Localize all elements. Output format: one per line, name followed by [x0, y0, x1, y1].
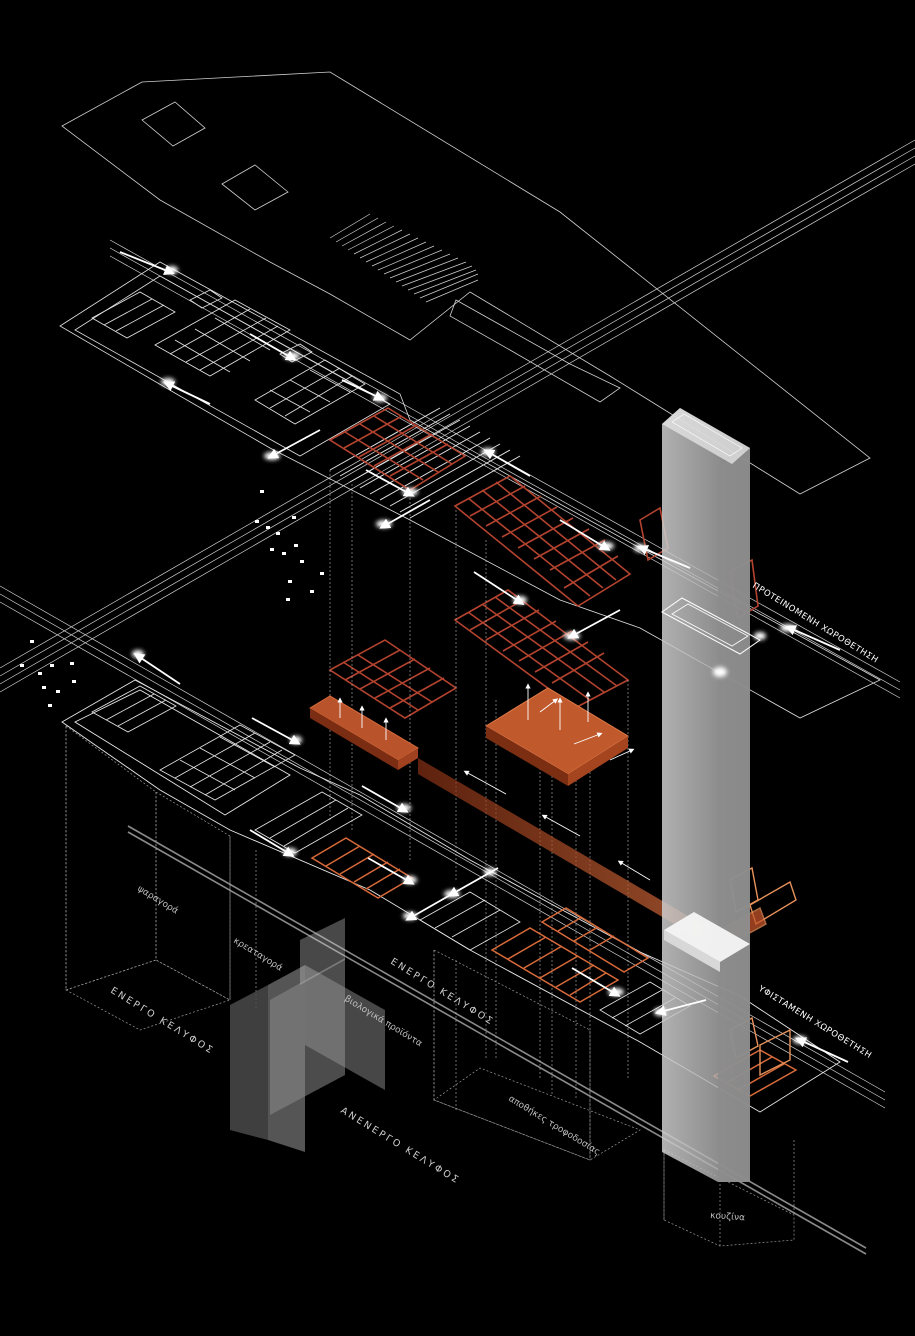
scattered-markers [20, 490, 324, 707]
roof-opening-2 [221, 164, 289, 211]
label-existing-layout: ΥΦΙΣΤΑΜΕΝΗ ΧΩΡΟΘΕΤΗΣΗ [756, 984, 874, 1062]
label-active-shell-center: ΕΝΕΡΓΟ ΚΕΛΥΦΟΣ [388, 956, 496, 1028]
lower-building-volumes [65, 725, 795, 1247]
upper-floor-plate [59, 261, 881, 719]
beam-arrows [337, 683, 651, 881]
label-meat-market: κρεαταγορά [231, 936, 284, 974]
label-kitchens: κουζίνα [710, 1211, 746, 1223]
upper-floor-grid [91, 289, 366, 425]
label-proposed-layout: ΠΡΟΤΕΙΝΟΜΕΝΗ ΧΩΡΟΘΕΤΗΣΗ [750, 581, 880, 666]
flow-arrows [119, 251, 849, 1063]
roof-opening-1 [141, 101, 206, 147]
roof-plate [61, 71, 871, 495]
label-supplier-storage: αποθήκες τροφοδοσίας [506, 1094, 601, 1158]
grey-shell-panels [230, 918, 385, 1152]
label-active-shell-left: ΕΝΕΡΓΟ ΚΕΛΥΦΟΣ [108, 985, 216, 1057]
label-inactive-shell: ΑΝΕΝΕΡΓΟ ΚΕΛΥΦΟΣ [338, 1105, 462, 1187]
lower-floor-grid [91, 685, 691, 1035]
label-fish-market: ψαραγορά [135, 884, 179, 917]
orange-platforms [309, 687, 712, 946]
lower-floor-plate [61, 679, 841, 1113]
vertical-core-tower [661, 408, 761, 1182]
roof-stairs [329, 213, 479, 303]
